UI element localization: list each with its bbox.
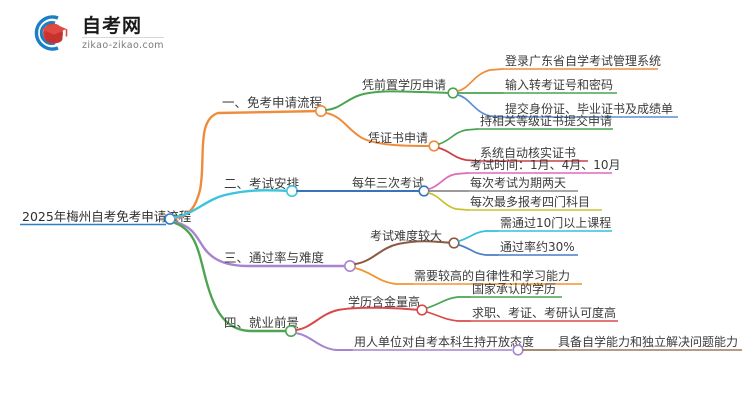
branch-4-label: 四、就业前景 bbox=[224, 315, 299, 330]
branch-3-1-label: 考试难度较大 bbox=[370, 228, 442, 243]
branch-1-1-3-label: 提交身份证、毕业证书及成绩单 bbox=[505, 101, 673, 116]
branch-2-group: 二、考试安排 每年三次考试 考试时间：1月、4月、10月 每次考试为期两天 每次… bbox=[173, 157, 621, 219]
branch-4-group: 四、就业前景 学历含金量高 国家承认的学历 求职、考证、考研认可度高 用人单位对… bbox=[173, 221, 742, 356]
branch-4-2-1-label: 具备自学能力和独立解决问题能力 bbox=[558, 334, 738, 349]
branch-4-node-dot[interactable] bbox=[284, 324, 297, 337]
branch-1-1-2-label: 输入转考证号和密码 bbox=[505, 77, 613, 92]
branch-3-1-node-dot[interactable] bbox=[448, 237, 460, 249]
branch-1-node-dot[interactable] bbox=[314, 105, 327, 118]
branch-1-1-1-line bbox=[457, 68, 504, 92]
branch-3-1-1-line bbox=[458, 230, 499, 242]
branch-1-2-node-dot[interactable] bbox=[428, 140, 440, 152]
branch-3-1-2-line bbox=[458, 244, 499, 256]
branch-1-line bbox=[173, 109, 322, 220]
branch-3-label: 三、通过率与难度 bbox=[224, 250, 325, 265]
branch-4-1-1-line bbox=[426, 296, 471, 309]
branch-2-1-2-label: 每次考试为期两天 bbox=[470, 175, 566, 190]
branch-3-group: 三、通过率与难度 考试难度较大 需通过10门以上课程 通过率约30% 需要较高的… bbox=[173, 215, 612, 285]
branch-4-1-2-line bbox=[426, 311, 471, 322]
branch-1-1-node-dot[interactable] bbox=[447, 87, 459, 99]
branch-3-1-2-label: 通过率约30% bbox=[500, 239, 575, 254]
branch-2-line bbox=[173, 189, 292, 219]
branch-4-2-label: 用人单位对自考本科生持开放态度 bbox=[354, 334, 534, 349]
branch-2-1-label: 每年三次考试 bbox=[352, 175, 424, 190]
branch-4-2-node-dot[interactable] bbox=[512, 344, 524, 356]
branch-3-line bbox=[173, 220, 350, 268]
branch-1-2-label: 凭证书申请 bbox=[368, 130, 428, 145]
branch-2-label: 二、考试安排 bbox=[224, 176, 300, 191]
graduation-cap-logo-icon bbox=[28, 12, 74, 54]
branch-2-1-3-label: 每次最多报考四门科目 bbox=[470, 194, 590, 209]
branch-4-1-1-label: 国家承认的学历 bbox=[472, 281, 556, 296]
branch-1-1-label: 凭前置学历申请 bbox=[362, 77, 446, 92]
branch-1-label: 一、免考申请流程 bbox=[222, 95, 323, 110]
logo-text: 自考网 zikao-zikao.com bbox=[82, 14, 164, 53]
branch-1-1-1-label: 登录广东省自学考试管理系统 bbox=[505, 53, 661, 68]
branch-1-2-line bbox=[325, 112, 433, 147]
root-label: 2025年梅州自考免考申请流程 bbox=[22, 209, 192, 224]
site-logo: 自考网 zikao-zikao.com bbox=[28, 12, 164, 54]
branch-3-2-label: 需要较高的自律性和学习能力 bbox=[414, 268, 570, 283]
root-node[interactable]: 2025年梅州自考免考申请流程 bbox=[20, 209, 192, 226]
branch-2-1-1-line bbox=[428, 172, 469, 190]
branch-2-1-1-label: 考试时间：1月、4月、10月 bbox=[470, 157, 621, 172]
branch-4-line bbox=[173, 221, 292, 333]
branch-3-1-1-label: 需通过10门以上课程 bbox=[500, 215, 611, 230]
logo-title: 自考网 bbox=[82, 14, 143, 37]
branch-4-1-label: 学历含金量高 bbox=[348, 294, 420, 309]
branch-4-1-2-label: 求职、考证、考研认可度高 bbox=[472, 305, 616, 320]
logo-subtitle: zikao-zikao.com bbox=[82, 36, 164, 53]
branch-4-2-line bbox=[295, 332, 353, 351]
branch-4-1-line bbox=[295, 306, 421, 331]
branch-2-1-node-dot[interactable] bbox=[418, 185, 430, 197]
root-node-dot[interactable] bbox=[164, 213, 176, 225]
branch-3-2-line bbox=[354, 267, 413, 285]
branch-1-2-1-line bbox=[438, 128, 479, 145]
branch-1-2-2-line bbox=[438, 147, 479, 162]
branch-1-2-1-label: 持相关等级证书提交申请 bbox=[480, 113, 612, 128]
branch-4-1-node-dot[interactable] bbox=[416, 304, 428, 316]
branch-3-node-dot[interactable] bbox=[343, 259, 356, 272]
branch-2-1-3-line bbox=[428, 192, 469, 211]
branch-1-1-3-line bbox=[457, 94, 504, 118]
branch-1-2-2-label: 系统自动核实证书 bbox=[480, 145, 576, 160]
branch-1-group: 一、免考申请流程 凭前置学历申请 登录广东省自学考试管理系统 输入转考证号和密码… bbox=[173, 53, 678, 220]
branch-2-node-dot[interactable] bbox=[285, 185, 298, 198]
branch-1-1-line bbox=[325, 90, 453, 111]
branch-3-1-line bbox=[354, 240, 453, 265]
